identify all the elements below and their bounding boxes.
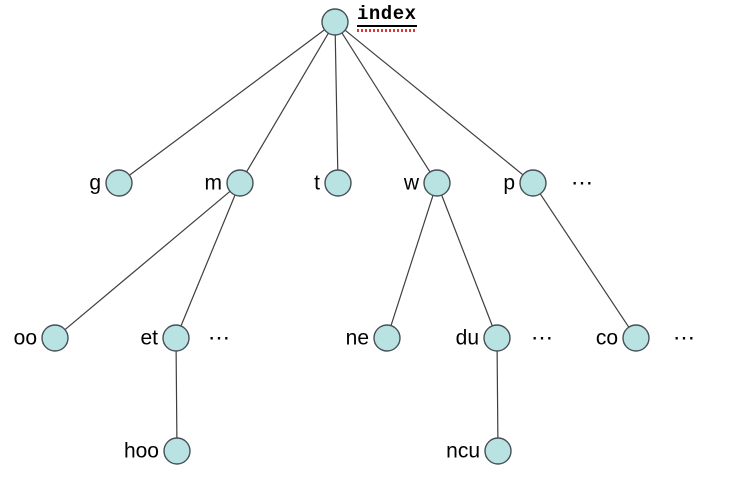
- tree-node-t[interactable]: t: [314, 169, 352, 197]
- tree-node-root[interactable]: [321, 8, 349, 36]
- node-label-m: m: [205, 172, 223, 195]
- ellipsis-after-du-icon: ⋯: [531, 325, 555, 350]
- node-circle-ne[interactable]: [373, 324, 401, 352]
- tree-edge-m-to-et: [180, 194, 236, 327]
- tree-node-oo[interactable]: oo: [14, 324, 69, 352]
- node-circle-t[interactable]: [324, 169, 352, 197]
- ellipsis-after-et-icon: ⋯: [208, 325, 232, 350]
- tree-edge-du-to-ncu: [496, 350, 499, 439]
- node-label-co: co: [596, 327, 618, 350]
- tree-node-ne[interactable]: ne: [346, 324, 401, 352]
- tree-edge-w-to-du: [441, 194, 493, 327]
- tree-edge-root-to-t: [334, 34, 339, 171]
- ellipsis-after-co-icon: ⋯: [673, 325, 697, 350]
- node-label-ne: ne: [346, 327, 369, 350]
- tree-node-p[interactable]: p: [503, 169, 547, 197]
- root-title-text: index: [357, 3, 417, 27]
- node-label-hoo: hoo: [124, 440, 159, 463]
- tree-edge-root-to-m: [246, 32, 329, 173]
- tree-node-m[interactable]: m: [205, 169, 254, 197]
- node-circle-oo[interactable]: [41, 324, 69, 352]
- spellcheck-underline: [357, 29, 417, 32]
- tree-node-g[interactable]: g: [89, 169, 133, 197]
- node-circle-p[interactable]: [519, 169, 547, 197]
- tree-edge-root-to-p: [344, 29, 524, 176]
- node-circle-w[interactable]: [423, 169, 451, 197]
- node-label-du: du: [456, 327, 479, 350]
- tree-node-et[interactable]: et: [140, 324, 190, 352]
- tree-edge-m-to-oo: [64, 190, 231, 331]
- edges-group: [64, 29, 630, 439]
- tree-node-du[interactable]: du: [456, 324, 511, 352]
- ellipsis-level1-right-icon: ⋯: [571, 170, 595, 195]
- tree-edge-w-to-ne: [390, 195, 434, 326]
- node-circle-co[interactable]: [622, 324, 650, 352]
- node-circle-hoo[interactable]: [163, 437, 191, 465]
- node-label-t: t: [314, 172, 320, 195]
- node-label-oo: oo: [14, 327, 37, 350]
- node-label-g: g: [89, 172, 101, 195]
- node-label-p: p: [503, 172, 515, 195]
- tree-node-hoo[interactable]: hoo: [124, 437, 191, 465]
- tree-edge-root-to-g: [129, 29, 325, 176]
- node-circle-du[interactable]: [483, 324, 511, 352]
- tree-edge-p-to-co: [539, 193, 630, 328]
- ellipsis-group: ⋯ ⋯ ⋯ ⋯: [208, 170, 697, 350]
- tree-node-ncu[interactable]: ncu: [446, 437, 512, 465]
- tree-node-co[interactable]: co: [596, 324, 650, 352]
- node-circle-root[interactable]: [321, 8, 349, 36]
- node-circle-ncu[interactable]: [484, 437, 512, 465]
- node-label-ncu: ncu: [446, 440, 480, 463]
- node-label-et: et: [140, 327, 158, 350]
- node-circle-g[interactable]: [105, 169, 133, 197]
- node-label-w: w: [403, 172, 420, 195]
- root-title-index: index: [357, 5, 417, 32]
- tree-edge-et-to-hoo: [175, 350, 178, 439]
- tree-edge-root-to-w: [341, 32, 431, 173]
- node-circle-et[interactable]: [162, 324, 190, 352]
- nodes-group: g m t w p oo et ne du co hoo ncu: [14, 8, 650, 465]
- tree-node-w[interactable]: w: [403, 169, 451, 197]
- node-circle-m[interactable]: [226, 169, 254, 197]
